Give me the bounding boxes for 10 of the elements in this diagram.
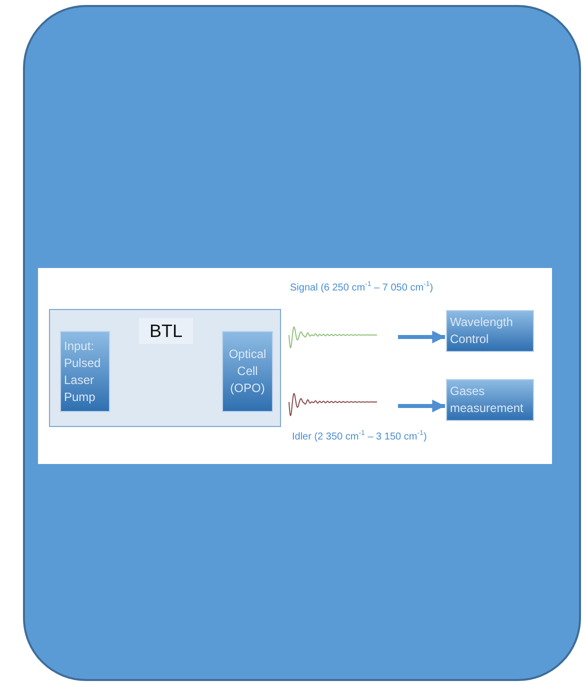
btl-container	[49, 309, 281, 427]
signal-label: Idler (2 350 cm$^{-1}$ – 3 150 cm$^{-1}$)	[292, 430, 427, 442]
arrow	[398, 330, 445, 344]
arrow	[398, 400, 445, 412]
process-box: Gases measurement	[446, 379, 534, 421]
process-box: Optical Cell (OPO)	[222, 331, 273, 412]
process-box: Input: Pulsed Laser Pump	[60, 331, 110, 412]
title-label: BTL	[139, 318, 193, 344]
process-box: Wavelength Control	[446, 310, 534, 352]
signal-label: Signal (6 250 cm$^{-1}$ – 7 050 cm$^{-1}$)	[290, 281, 434, 294]
